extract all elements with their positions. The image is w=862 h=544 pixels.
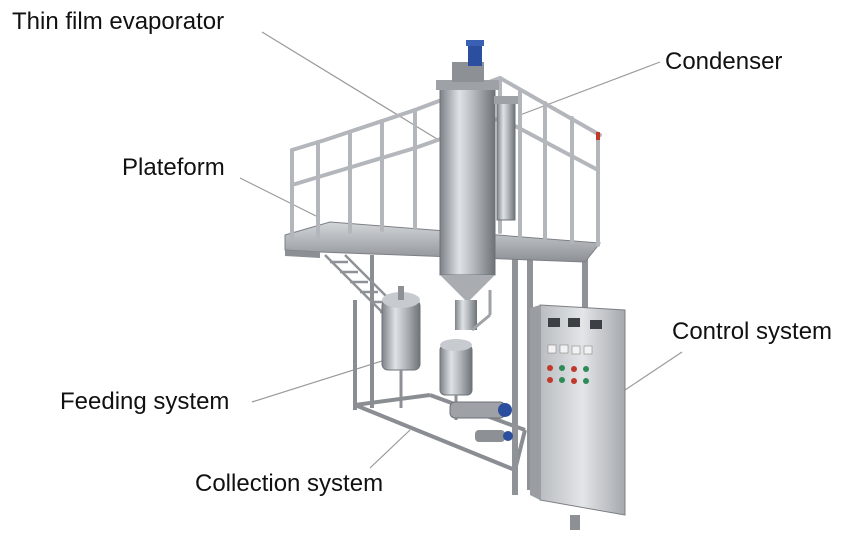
condenser-icon (494, 96, 518, 221)
label-plateform: Plateform (122, 154, 225, 181)
label-control-system: Control system (672, 318, 833, 345)
label-feeding-system: Feeding system (60, 388, 230, 415)
label-thin-film-evaporator: Thin film evaporator (12, 8, 225, 35)
leader-collection-system (369, 429, 411, 469)
guard-rails (290, 75, 602, 247)
pump-icon (449, 401, 513, 442)
thin-film-evaporator-icon (436, 40, 499, 330)
leader-plateform (239, 177, 321, 219)
leader-condenser (519, 61, 661, 116)
label-condenser: Condenser (665, 48, 783, 75)
leader-feeding-system (251, 359, 386, 403)
leader-thin-film-evaporator (261, 31, 456, 151)
leader-lines (239, 31, 683, 469)
collection-vessel-icon (439, 290, 492, 420)
vessel-icon (381, 286, 421, 408)
label-collection-system: Collection system (195, 470, 384, 497)
control-cabinet-icon (530, 304, 626, 530)
